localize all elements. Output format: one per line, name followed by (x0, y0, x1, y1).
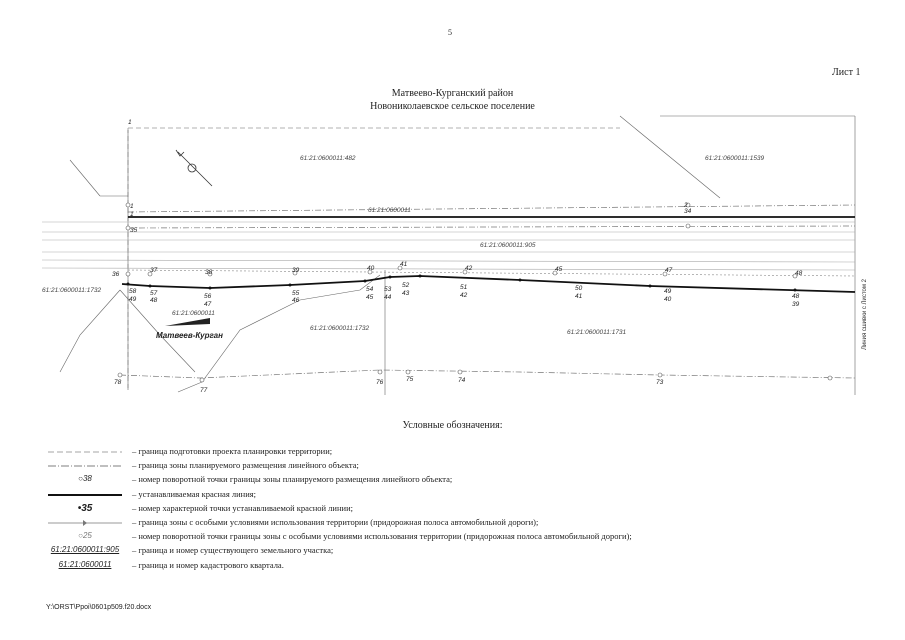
stitch-line-note: Линия сшивки с Листом 2 (862, 278, 868, 350)
quarter-label: 61:21:0600011 (368, 207, 411, 214)
legend-item-special-zone: – граница зоны с особыми условиями испол… (40, 517, 880, 530)
legend-item-special-zone-point: ○25 – номер поворотной точки границы зон… (40, 531, 880, 544)
point-label: 76 (376, 379, 384, 386)
point-label: 51 (460, 284, 468, 291)
point-label: 47 (665, 267, 673, 274)
legend-item-red-line: – устанавливаемая красная линия; (48, 489, 257, 499)
legend-symbol: ○38 (78, 474, 92, 483)
legend-title: Условные обозначения: (402, 420, 503, 431)
point-label: 53 (384, 286, 392, 293)
point-label: 41 (575, 293, 583, 300)
red-line-points (126, 274, 797, 292)
point-label: 52 (402, 282, 410, 289)
point-label: 42 (460, 292, 468, 299)
point-label: 50 (575, 285, 583, 292)
point-label: 38 (205, 269, 213, 276)
point-label: 44 (384, 294, 392, 301)
title-district: Матвеево-Курганский район (391, 88, 514, 99)
red-lines (121, 216, 856, 293)
point-label: 75 (406, 376, 414, 383)
point-label: 54 (366, 286, 374, 293)
point-label: 45 (366, 294, 374, 301)
point-label: 39 (292, 267, 300, 274)
point-label: 1 (130, 211, 134, 218)
quarter-label: 61:21:0600011 (172, 310, 215, 317)
point-label: 36 (112, 271, 120, 278)
point-label: 41 (400, 261, 408, 268)
point-markers (117, 202, 833, 383)
road-lines (41, 221, 856, 271)
point-label: 73 (656, 379, 664, 386)
point-label: 45 (555, 266, 563, 273)
point-label: 39 (792, 301, 800, 308)
parcel-label: 61:21:0600011:1539 (705, 155, 765, 162)
legend-symbol: ○25 (78, 531, 92, 540)
point-label: 57 (150, 290, 158, 297)
legend-item-cadastral-quarter: 61:21:0600011 – граница и номер кадастро… (40, 560, 880, 573)
legend-symbol: 61:21:0600011:905 (50, 545, 120, 554)
point-label: 35 (130, 227, 138, 234)
point-label: 78 (114, 379, 122, 386)
point-label: 55 (292, 290, 300, 297)
parcel-label: 61:21:0600011:1732 (310, 325, 370, 332)
point-label: 46 (292, 297, 300, 304)
point-label: 48 (150, 297, 158, 304)
point-label: 74 (458, 377, 466, 384)
point-label: 40 (367, 265, 375, 272)
legend-item-object-zone: – граница зоны планируемого размещения л… (48, 460, 359, 470)
point-label: 40 (664, 296, 672, 303)
settlement-arrow-icon (165, 318, 210, 326)
settlement-label: Матвеев-Курган (156, 331, 223, 340)
project-boundary (127, 127, 620, 388)
legend-item-land-parcel: 61:21:0600011:905 – граница и номер суще… (40, 545, 880, 558)
sheet-label: Лист 1 (832, 67, 861, 78)
point-label: 49 (664, 288, 672, 295)
point-label: 42 (465, 265, 473, 272)
legend-symbol: 61:21:0600011 (58, 560, 112, 569)
file-path-footer: Y:\ORST\Ppoi\0601p509.f20.docx (46, 604, 152, 611)
planning-map: 61:21:0600011:482 61:21:0600011:1539 61:… (41, 115, 868, 395)
special-zone (127, 269, 856, 277)
point-label: 48 (795, 270, 803, 277)
parcel-boundaries (59, 115, 856, 395)
point-label: 47 (204, 301, 212, 308)
parcel-label: 61:21:0600011:1732 (42, 287, 102, 294)
point-label: 1 (128, 119, 132, 126)
point-label: 1 (130, 203, 134, 210)
point-label: 48 (792, 293, 800, 300)
linear-object-zone (119, 204, 856, 379)
parcel-label: 61:21:0600011:482 (300, 155, 356, 162)
legend-symbol: •35 (77, 503, 93, 514)
parcel-label: 61:21:0600011:1731 (567, 329, 627, 336)
point-label: 2 (683, 202, 688, 209)
page-number: 5 (448, 28, 452, 37)
point-label: 58 (129, 288, 137, 295)
point-label: 56 (204, 293, 212, 300)
parcel-label: 61:21:0600011:905 (480, 242, 536, 249)
legend-item-project-boundary: – граница подготовки проекта планировки … (48, 446, 333, 456)
point-label: 37 (150, 267, 158, 274)
legend-item-red-line-point: •35 – номер характерной точки устанавлив… (40, 503, 880, 516)
point-label: 77 (200, 387, 208, 394)
point-label: 34 (684, 208, 692, 215)
point-label: 43 (402, 290, 410, 297)
title-settlement: Новониколаевское сельское поселение (370, 101, 535, 112)
north-arrow-icon (175, 149, 213, 187)
legend-item-zone-point: ○38 – номер поворотной точки границы зон… (40, 474, 880, 487)
point-label: 49 (129, 296, 137, 303)
